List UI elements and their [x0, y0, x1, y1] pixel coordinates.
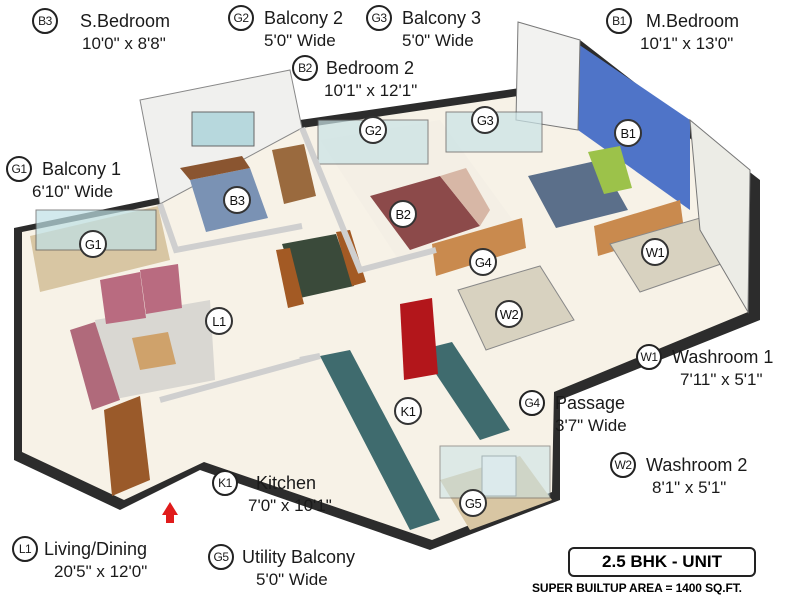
plan-tag-b2: B2 [389, 200, 417, 228]
entry-arrow [162, 502, 178, 523]
super-builtup-area: SUPER BUILTUP AREA = 1400 SQ.FT. [532, 581, 742, 595]
legend-s-bedroom: B3 S.Bedroom 10'0" x 8'8" [32, 8, 170, 54]
legend-code: W2 [610, 452, 636, 478]
legend-washroom-2: W2 Washroom 2 8'1" x 5'1" [610, 452, 747, 498]
dining-chairs [276, 248, 304, 308]
legend-name: Bedroom 2 [326, 57, 415, 78]
legend-size: 10'1" x 12'1" [324, 81, 418, 100]
legend-name: Balcony 2 [264, 7, 344, 28]
plan-tag-g3: G3 [471, 106, 499, 134]
plan-tag-l1: L1 [205, 307, 233, 335]
main-door [104, 396, 150, 496]
legend-size: 6'10" Wide [32, 182, 114, 201]
m-bedroom-tower [515, 21, 581, 131]
legend-code: G2 [228, 5, 254, 31]
interior-walls-2 [299, 126, 437, 274]
utility-rail [439, 445, 551, 499]
legend-name: Washroom 1 [672, 346, 774, 367]
legend-balcony-3: G3 Balcony 3 5'0" Wide [366, 5, 481, 51]
legend-passage: G4 Passage 3'7" Wide [519, 390, 627, 436]
legend-size: 10'1" x 13'0" [640, 34, 734, 53]
legend-code: W1 [636, 344, 662, 370]
legend-name: S.Bedroom [80, 10, 171, 31]
legend-size: 20'5" x 12'0" [54, 562, 148, 581]
legend-balcony-2: G2 Balcony 2 5'0" Wide [228, 5, 343, 51]
legend-size: 7'0" x 10'1" [248, 496, 332, 515]
legend-kitchen: K1 Kitchen 7'0" x 10'1" [212, 470, 332, 516]
washroom-1-wall [689, 118, 751, 314]
legend-name: Kitchen [256, 472, 317, 493]
legend-code: K1 [212, 470, 238, 496]
legend-code: B1 [606, 8, 632, 34]
legend-m-bedroom: B1 M.Bedroom 10'1" x 13'0" [606, 8, 739, 54]
legend-code: B2 [292, 55, 318, 81]
legend-balcony-1: G1 Balcony 1 6'10" Wide [6, 156, 121, 202]
s-bedroom-headboard [180, 156, 250, 180]
legend-size: 7'11" x 5'1" [680, 370, 763, 389]
bedroom-2-pillows [440, 168, 490, 226]
legend-utility-balcony: G5 Utility Balcony 5'0" Wide [208, 544, 355, 590]
plan-tag-g2: G2 [359, 116, 387, 144]
legend-name: Balcony 1 [42, 158, 122, 179]
legend-name: Living/Dining [44, 538, 148, 559]
legend-size: 3'7" Wide [555, 416, 627, 435]
kitchen-counter-left [320, 350, 440, 530]
plan-tag-k1: K1 [394, 397, 422, 425]
bedroom-2-bed [370, 176, 480, 250]
s-bedroom-window [191, 111, 255, 147]
m-bedroom-pillows [588, 146, 632, 194]
legend-size: 5'0" Wide [256, 570, 328, 589]
plan-tag-w1: W1 [641, 238, 669, 266]
unit-type-box: 2.5 BHK - UNIT [568, 547, 756, 577]
legend-living-dining: L1 Living/Dining 20'5" x 12'0" [12, 536, 147, 582]
legend-name: Passage [555, 392, 626, 413]
plan-tag-g5: G5 [459, 489, 487, 517]
armchair-1 [100, 272, 146, 324]
legend-code: G5 [208, 544, 234, 570]
legend-size: 5'0" Wide [264, 31, 336, 50]
legend-size: 8'1" x 5'1" [652, 478, 727, 497]
legend-code: G3 [366, 5, 392, 31]
sofa-pink [70, 322, 120, 410]
legend-name: M.Bedroom [646, 10, 740, 31]
legend-name: Utility Balcony [242, 546, 356, 567]
bedroom-2-cabinet [432, 218, 526, 276]
legend-name: Washroom 2 [646, 454, 748, 475]
interior-walls-3 [159, 353, 321, 403]
legend-code: G4 [519, 390, 545, 416]
refrigerator [400, 298, 438, 380]
legend-bedroom-2: B2 Bedroom 2 10'1" x 12'1" [292, 55, 417, 101]
dining-table [282, 234, 354, 298]
legend-washroom-1: W1 Washroom 1 7'11" x 5'1" [636, 344, 773, 390]
plan-tag-b1: B1 [614, 119, 642, 147]
plan-tag-b3: B3 [223, 186, 251, 214]
legend-code: G1 [6, 156, 32, 182]
plan-tag-g1: G1 [79, 230, 107, 258]
plan-tag-g4: G4 [469, 248, 497, 276]
legend-name: Balcony 3 [402, 7, 482, 28]
legend-size: 10'0" x 8'8" [82, 34, 166, 53]
plan-tag-w2: W2 [495, 300, 523, 328]
s-bedroom-desk [272, 144, 316, 204]
legend-size: 5'0" Wide [402, 31, 474, 50]
armchair-2 [140, 264, 182, 314]
legend-code: L1 [12, 536, 38, 562]
kitchen-counter-right [420, 342, 510, 440]
legend-code: B3 [32, 8, 58, 34]
coffee-table [132, 332, 176, 370]
interior-walls [157, 203, 303, 254]
